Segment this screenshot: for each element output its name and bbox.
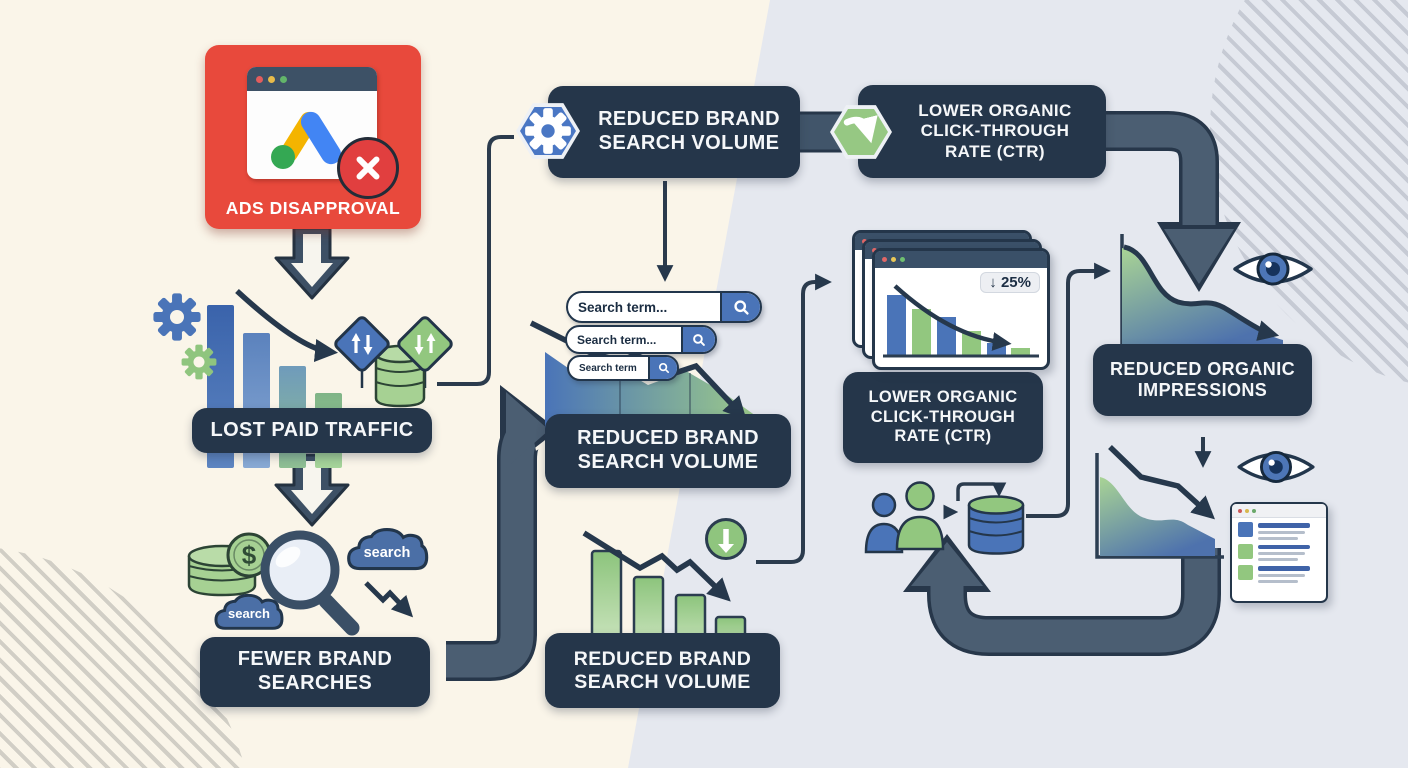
gear-hexagon-icon xyxy=(516,102,580,160)
result-thumbnail xyxy=(1238,565,1253,580)
node-label: SEARCHES xyxy=(257,672,373,694)
down-block-arrow-icon xyxy=(274,226,350,300)
node-label: REDUCED BRAND xyxy=(577,427,759,450)
bottom-right-area-chart xyxy=(1095,445,1224,559)
window-dot-yellow xyxy=(891,257,896,262)
result-thumbnail xyxy=(1238,522,1253,537)
disapproved-x-icon xyxy=(337,137,399,199)
node-reduced-brand-search-volume-mid: REDUCED BRAND SEARCH VOLUME xyxy=(545,414,791,488)
gear-icon xyxy=(525,108,571,154)
pipe-feedback-loop-bottom xyxy=(903,534,1221,656)
window-dot-green xyxy=(1252,508,1256,513)
result-text-lines xyxy=(1258,544,1310,561)
eye-icon xyxy=(1233,252,1313,286)
node-reduced-organic-impressions: REDUCED ORGANIC IMPRESSIONS xyxy=(1093,344,1312,416)
connector-traffic-to-top-box xyxy=(437,135,514,386)
window-dot-red xyxy=(1238,508,1242,513)
result-text-lines xyxy=(1258,522,1310,540)
node-label: LOST PAID TRAFFIC xyxy=(210,418,414,441)
node-lower-organic-ctr-mid: LOWER ORGANIC CLICK-THROUGH RATE (CTR) xyxy=(843,372,1043,463)
magnifying-glass-icon xyxy=(260,530,360,636)
money-coins-icon: $ xyxy=(187,532,272,597)
node-label: CLICK-THROUGH xyxy=(870,407,1016,426)
window-titlebar xyxy=(875,251,1047,268)
users-icon xyxy=(864,481,945,554)
traffic-signs-and-database xyxy=(334,316,453,408)
declining-trend-arrow xyxy=(364,581,414,618)
eye-icon xyxy=(1237,450,1315,484)
ctr-chart-window: ↓ 25% xyxy=(872,248,1050,370)
gear-icon xyxy=(181,344,217,380)
cloud-label: search xyxy=(364,545,411,561)
search-cloud-icon: search xyxy=(214,593,284,630)
node-label: SEARCH VOLUME xyxy=(574,670,751,693)
node-label: SEARCH VOLUME xyxy=(577,451,759,473)
result-row xyxy=(1238,565,1321,583)
node-reduced-brand-search-volume-top: REDUCED BRAND SEARCH VOLUME xyxy=(548,86,800,178)
search-button[interactable] xyxy=(720,293,760,321)
node-reduced-brand-search-volume-bottom: REDUCED BRAND SEARCH VOLUME xyxy=(545,633,780,708)
window-dot-red xyxy=(256,75,263,83)
database-icon xyxy=(967,495,1025,555)
swoosh-hexagon-icon xyxy=(830,104,892,160)
search-button[interactable] xyxy=(681,327,715,352)
node-fewer-brand-searches: FEWER BRAND SEARCHES xyxy=(200,637,430,707)
ctr-drop-badge: ↓ 25% xyxy=(980,272,1040,293)
window-titlebar xyxy=(1232,504,1326,518)
curved-down-arrow-icon xyxy=(843,115,878,144)
pipe-ctr-to-impressions xyxy=(1098,111,1241,292)
node-label: FEWER BRAND xyxy=(237,648,393,671)
node-label: IMPRESSIONS xyxy=(1137,380,1268,400)
node-lost-paid-traffic: LOST PAID TRAFFIC xyxy=(192,408,432,453)
result-row xyxy=(1238,543,1321,561)
result-text-lines xyxy=(1258,565,1310,583)
cloud-label: search xyxy=(228,606,270,621)
gear-icon xyxy=(153,293,201,341)
result-thumbnail xyxy=(1238,543,1253,559)
thin-connectors xyxy=(437,135,1212,564)
circle-down-arrow-icon xyxy=(705,518,747,560)
dollar-symbol: $ xyxy=(242,540,257,570)
node-label: CLICK-THROUGH xyxy=(920,121,1070,141)
connector-database-to-impressions-chart xyxy=(1026,262,1111,518)
pipe-fewer-searches-to-reduced-volume xyxy=(446,385,558,681)
search-icon xyxy=(733,299,749,315)
window-dot-red xyxy=(882,257,887,262)
google-ads-logo-icon xyxy=(271,111,342,169)
node-label: LOWER ORGANIC xyxy=(918,101,1072,121)
node-label: REDUCED ORGANIC xyxy=(1109,358,1295,379)
node-label: RATE (CTR) xyxy=(894,427,992,446)
search-input-text: Search term... xyxy=(578,299,668,315)
connector-volume-to-ctr-windows xyxy=(756,273,832,564)
impressions-area-chart xyxy=(1120,234,1283,345)
search-input[interactable]: Search term xyxy=(567,355,679,381)
search-results-window xyxy=(1230,502,1328,603)
node-label: REDUCED BRAND xyxy=(573,647,752,670)
search-button[interactable] xyxy=(648,357,677,379)
search-input[interactable]: Search term... xyxy=(565,325,717,354)
node-label: LOWER ORGANIC xyxy=(868,388,1018,407)
search-icon xyxy=(693,333,705,346)
node-label: SEARCH VOLUME xyxy=(598,132,780,154)
node-lower-organic-ctr-top: LOWER ORGANIC CLICK-THROUGH RATE (CTR) xyxy=(858,85,1106,178)
search-input-text: Search term xyxy=(579,362,637,374)
ads-disapproval-card: ADS DISAPPROVAL xyxy=(205,45,421,229)
loop-bracket-arrow xyxy=(956,482,1007,501)
window-dot-yellow xyxy=(1245,508,1249,513)
node-label: REDUCED BRAND xyxy=(598,108,780,131)
browser-titlebar xyxy=(247,67,377,91)
search-icon xyxy=(658,362,669,374)
search-input[interactable]: Search term... xyxy=(566,291,762,323)
window-dot-yellow xyxy=(268,75,275,83)
blue-traffic-diamond-icon xyxy=(334,316,390,372)
window-dot-green xyxy=(280,75,287,83)
window-dot-green xyxy=(900,257,905,262)
green-traffic-diamond-icon xyxy=(397,316,453,372)
ctr-decline-bar-chart xyxy=(883,284,1039,358)
ads-disapproval-label: ADS DISAPPROVAL xyxy=(225,198,401,218)
result-row xyxy=(1238,522,1321,540)
search-input-text: Search term... xyxy=(577,332,657,347)
search-cloud-icon: search xyxy=(347,527,429,571)
node-label: RATE (CTR) xyxy=(945,141,1045,161)
